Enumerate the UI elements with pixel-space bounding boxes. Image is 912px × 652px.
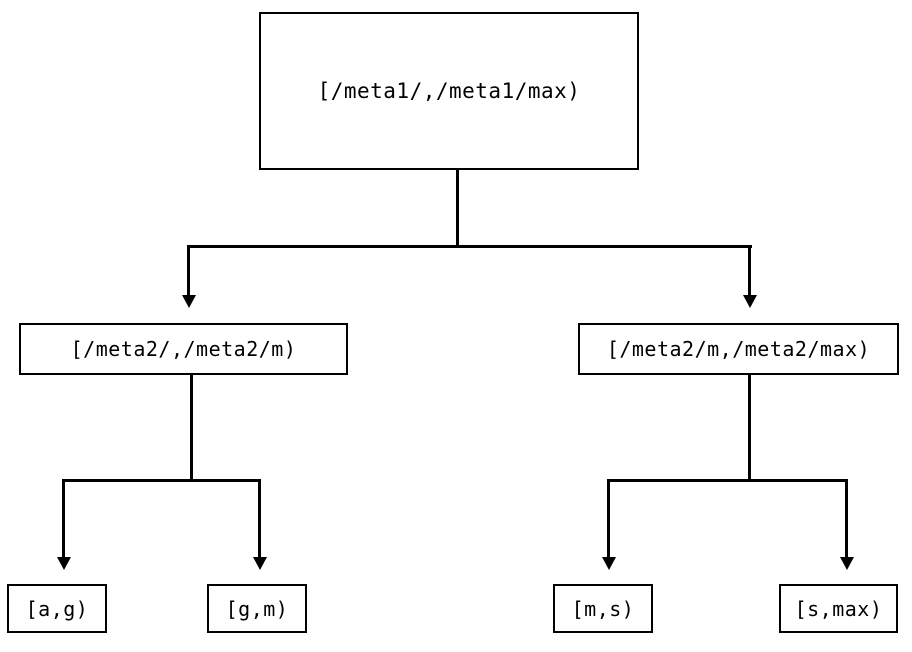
arrowhead-mid-left-to-leaf-gm-icon: [253, 557, 267, 570]
edge-mid-left-to-leaf-gm: [258, 479, 261, 558]
edge-root-stem: [456, 170, 459, 247]
edge-mid-right-to-leaf-ms: [607, 479, 610, 558]
node-leaf-s-max[interactable]: [s,max): [779, 584, 898, 633]
edge-mid-right-stem: [748, 375, 751, 481]
node-leaf-a-g[interactable]: [a,g): [7, 584, 107, 633]
arrowhead-root-to-mid-left-icon: [182, 295, 196, 308]
node-leaf-g-m[interactable]: [g,m): [207, 584, 307, 633]
edge-mid-left-crossbar: [63, 479, 261, 482]
edge-mid-right-crossbar: [608, 479, 848, 482]
edge-root-crossbar: [188, 245, 752, 248]
edge-mid-right-to-leaf-smax: [845, 479, 848, 558]
node-root[interactable]: [/meta1/,/meta1/max): [259, 12, 639, 170]
arrowhead-root-to-mid-right-icon: [743, 295, 757, 308]
arrowhead-mid-left-to-leaf-ag-icon: [57, 557, 71, 570]
arrowhead-mid-right-to-leaf-ms-icon: [602, 557, 616, 570]
node-leaf-m-s[interactable]: [m,s): [553, 584, 653, 633]
edge-mid-left-stem: [190, 375, 193, 481]
arrowhead-mid-right-to-leaf-smax-icon: [840, 557, 854, 570]
edge-root-to-mid-left: [187, 245, 190, 296]
node-mid-left[interactable]: [/meta2/,/meta2/m): [19, 323, 348, 375]
node-mid-right[interactable]: [/meta2/m,/meta2/max): [578, 323, 899, 375]
edge-root-to-mid-right: [748, 245, 751, 296]
edge-mid-left-to-leaf-ag: [62, 479, 65, 558]
